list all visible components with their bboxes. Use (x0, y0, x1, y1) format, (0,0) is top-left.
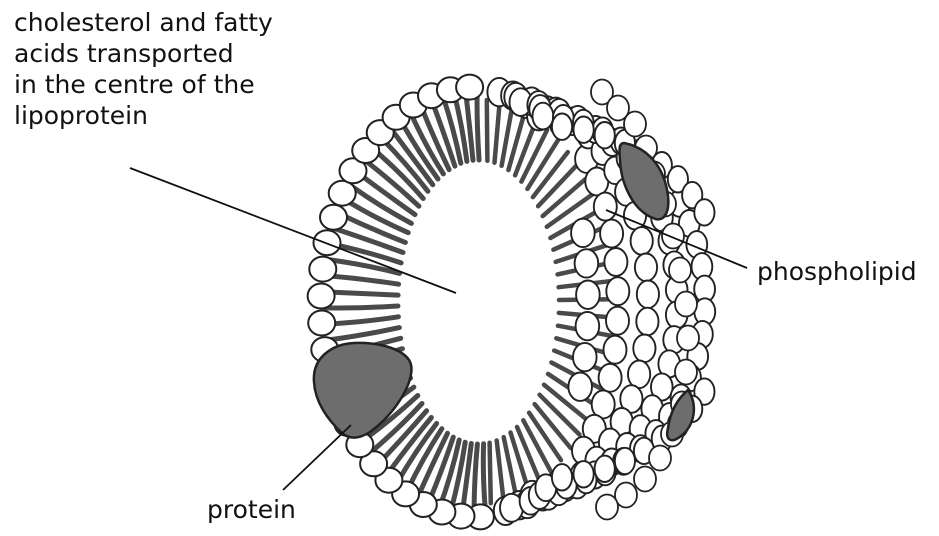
phospholipid-head (634, 467, 656, 492)
phospholipid-head (574, 117, 594, 143)
phospholipid-head (694, 199, 714, 225)
core-label-line: in the centre of the (14, 69, 273, 100)
phospholipid-tail (326, 276, 398, 285)
phospholipid-head (595, 456, 615, 482)
phospholipid-head (533, 103, 554, 130)
phospholipid-head (637, 281, 659, 309)
core-label-line: acids transported (14, 38, 273, 69)
phospholipid-head (633, 335, 655, 363)
protein-leader-line (283, 425, 351, 490)
phospholipid-head (329, 181, 356, 206)
phospholipid-head (677, 326, 699, 351)
phospholipid-head (635, 253, 657, 281)
phospholipid-tail (328, 328, 400, 341)
phospholipid-head (308, 311, 335, 336)
phospholipid-head (576, 312, 600, 340)
phospholipid-head (624, 112, 646, 137)
phospholipid-head (675, 292, 697, 317)
phospholipid-head (662, 224, 684, 249)
phospholipid-heads (308, 75, 716, 530)
phospholipid-head (604, 248, 627, 276)
phospholipid-tail (477, 91, 479, 160)
phospholipid-head (571, 219, 595, 247)
phospholipid-head (596, 495, 618, 520)
phospholipid-head (573, 343, 597, 371)
phospholipid-head (604, 336, 627, 364)
phospholipid-head (594, 193, 617, 221)
phospholipid-head (574, 461, 594, 487)
core-label-line: cholesterol and fatty (14, 7, 273, 38)
phospholipid-head (606, 277, 629, 305)
phospholipid-tail (326, 317, 399, 324)
phospholipid-head (600, 220, 623, 248)
phospholipid-head (309, 257, 336, 282)
phospholipid-head (631, 227, 653, 255)
phospholipid-tail (474, 444, 477, 513)
phospholipid-label: phospholipid (757, 256, 917, 287)
phospholipid-tail (495, 103, 500, 163)
phospholipid-tail (490, 443, 491, 503)
phospholipid-head (308, 284, 335, 309)
phospholipid-head (575, 249, 599, 277)
phospholipid-head (615, 448, 635, 474)
phospholipid-head (568, 373, 592, 401)
phospholipid-tail (517, 427, 540, 481)
phospholipid-head (606, 307, 629, 335)
phospholipid-head (576, 281, 600, 309)
phospholipid-head (320, 205, 347, 230)
phospholipid-tail (497, 441, 504, 501)
protein-label: protein (207, 494, 296, 525)
phospholipid-head (649, 446, 671, 471)
phospholipid-tail (325, 292, 398, 295)
phospholipid-head (456, 75, 483, 100)
phospholipid-head (552, 114, 572, 140)
phospholipid-head (669, 258, 691, 283)
phospholipid-tail (483, 444, 485, 513)
phospholipid-tail (325, 306, 398, 308)
phospholipid-head (599, 364, 622, 392)
core-label-line: lipoprotein (14, 100, 273, 131)
protein-left (314, 343, 412, 438)
phospholipid-head (595, 122, 615, 148)
phospholipid-head (675, 360, 697, 385)
core-label: cholesterol and fatty acids transported … (14, 7, 273, 131)
phospholipid-head (552, 464, 572, 490)
phospholipid-head (636, 308, 658, 336)
phospholipid-head (628, 361, 650, 389)
phospholipid-tail (487, 100, 488, 161)
